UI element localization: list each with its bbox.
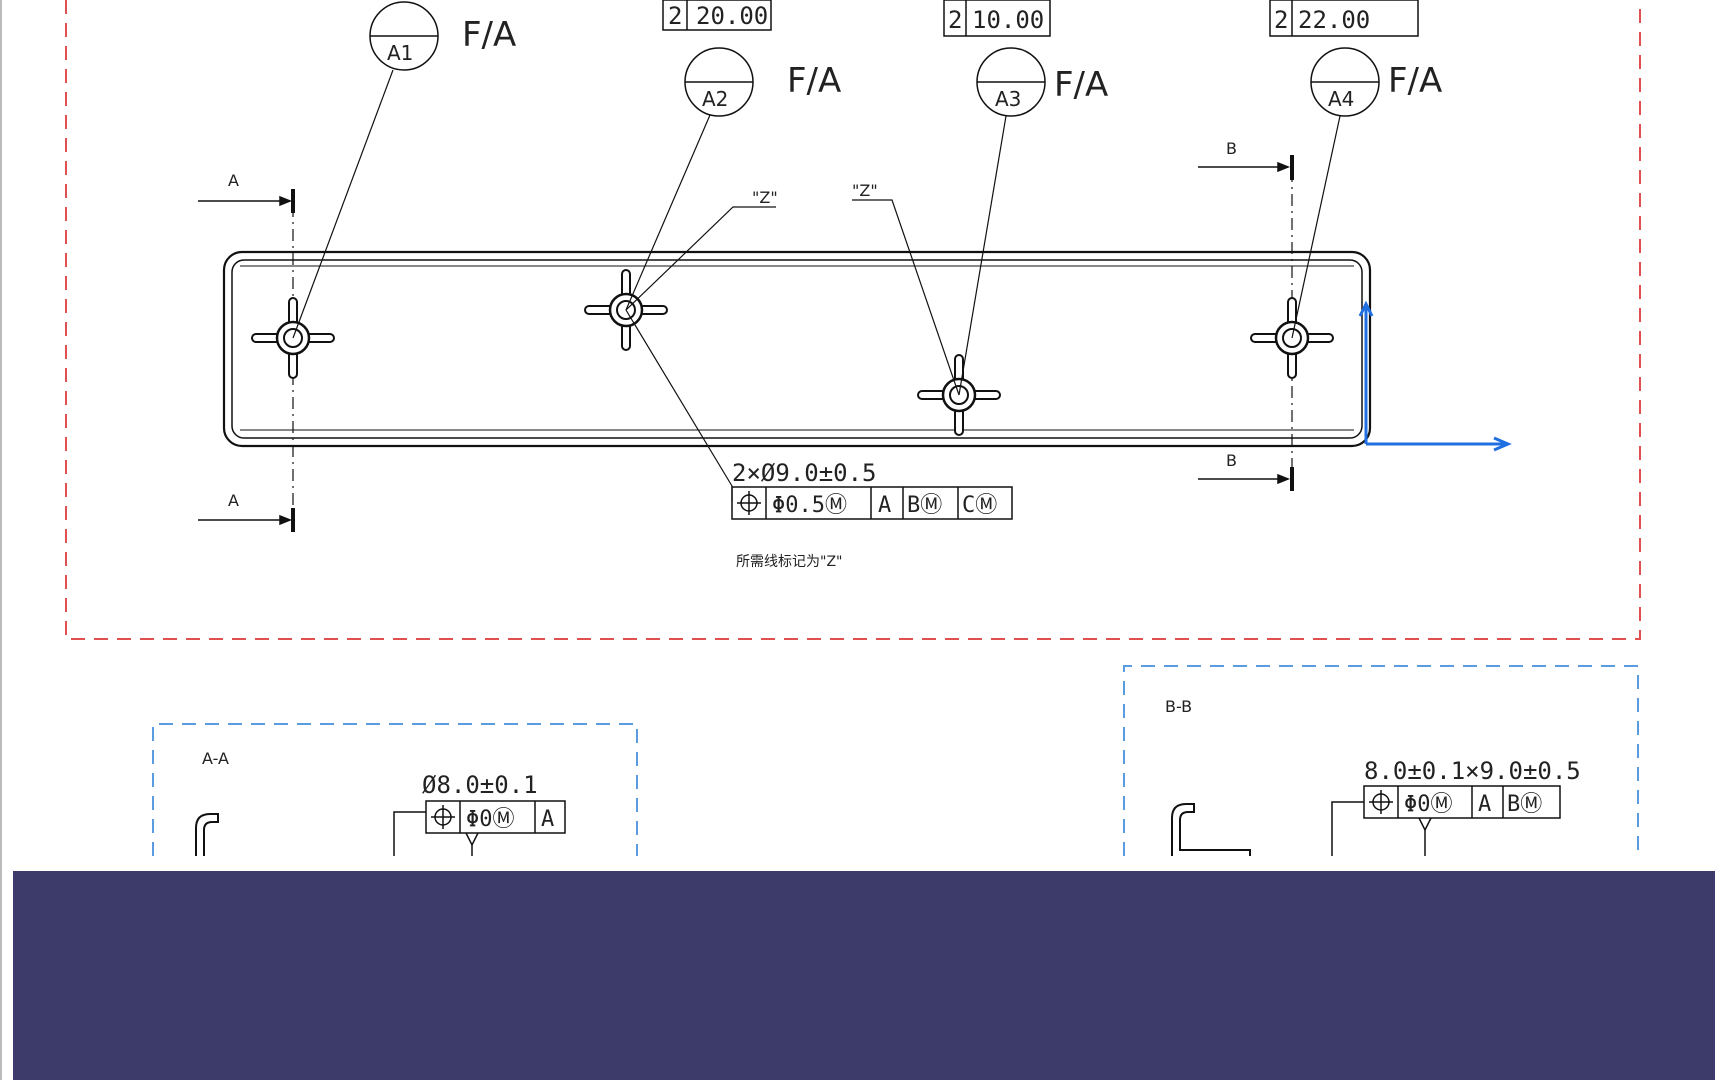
section-bb-fcf-datum-a: A xyxy=(1478,792,1491,817)
bottom-overlay-panel xyxy=(13,871,1715,1080)
z-mark-leaders xyxy=(625,199,960,396)
balloon-a4-box-symbol: 2 xyxy=(1274,6,1288,34)
balloon-a1-note: F/A xyxy=(462,15,516,55)
balloon-a2-id: A2 xyxy=(702,87,728,111)
z-mark-1: "Z" xyxy=(752,188,778,207)
section-label-a-bottom: A xyxy=(228,491,239,510)
balloon-a3-box-value: 10.00 xyxy=(972,6,1044,34)
section-view-bb-frame xyxy=(1123,665,1639,856)
section-view-bb-title: B-B xyxy=(1165,697,1192,716)
section-label-b-bottom: B xyxy=(1226,451,1237,470)
hole-fcf-tolerance: Φ0.5Ⓜ xyxy=(772,493,847,518)
part-outline xyxy=(222,250,1372,448)
section-aa-size: Ø8.0±0.1 xyxy=(422,771,538,799)
section-bb-fcf-tolerance: Φ0Ⓜ xyxy=(1404,792,1453,817)
section-view-aa-frame xyxy=(152,723,638,856)
hole-callout-leader xyxy=(625,309,733,502)
section-marker-a-top xyxy=(198,189,295,213)
section-marker-b-top xyxy=(1198,155,1294,180)
balloon-a3-id: A3 xyxy=(995,87,1021,111)
balloon-a3-box-symbol: 2 xyxy=(948,6,962,34)
section-aa-fcf-tolerance: Φ0Ⓜ xyxy=(466,807,515,832)
hole-fcf-datum-c: CⓂ xyxy=(962,493,997,518)
section-bb-profile xyxy=(1171,803,1251,856)
balloon-a3 xyxy=(943,0,1051,396)
section-marker-b-bottom xyxy=(1198,467,1294,491)
balloon-a4-note: F/A xyxy=(1388,61,1442,101)
balloon-a4-box-value: 22.00 xyxy=(1298,6,1370,34)
hole-fcf-datum-b: BⓂ xyxy=(907,493,942,518)
hole-size-callout: 2×Ø9.0±0.5 xyxy=(732,459,877,487)
balloon-a2 xyxy=(625,0,772,311)
section-bb-fcf-frame xyxy=(1331,785,1561,856)
section-label-b-top: B xyxy=(1226,139,1237,158)
section-label-a-top: A xyxy=(228,171,239,190)
section-bb-size: 8.0±0.1×9.0±0.5 xyxy=(1364,757,1581,785)
coordinate-axes-icon xyxy=(1358,300,1512,452)
section-aa-profile xyxy=(195,813,219,856)
hole-feature-1 xyxy=(251,297,335,379)
balloon-a2-box-symbol: 2 xyxy=(668,2,682,30)
balloon-a1-id: A1 xyxy=(387,41,413,65)
section-view-aa-title: A-A xyxy=(202,749,229,768)
z-mark-2: "Z" xyxy=(852,181,878,200)
balloon-a2-box-value: 20.00 xyxy=(696,2,768,30)
hole-fcf-datum-a: A xyxy=(878,493,891,518)
section-aa-fcf-frame xyxy=(393,800,566,856)
section-aa-fcf-datum-a: A xyxy=(541,807,554,832)
section-marker-a-bottom xyxy=(198,508,295,532)
chinese-note: 所需线标记为"Z" xyxy=(736,554,842,570)
balloon-a1 xyxy=(292,1,439,339)
hole-fcf-frame xyxy=(731,486,1013,520)
main-view-frame xyxy=(65,0,1641,640)
balloon-a3-note: F/A xyxy=(1054,65,1108,105)
balloon-a4 xyxy=(1269,0,1419,339)
balloon-a4-id: A4 xyxy=(1328,87,1354,111)
balloon-a2-note: F/A xyxy=(787,61,841,101)
section-bb-fcf-datum-b: BⓂ xyxy=(1507,792,1542,817)
